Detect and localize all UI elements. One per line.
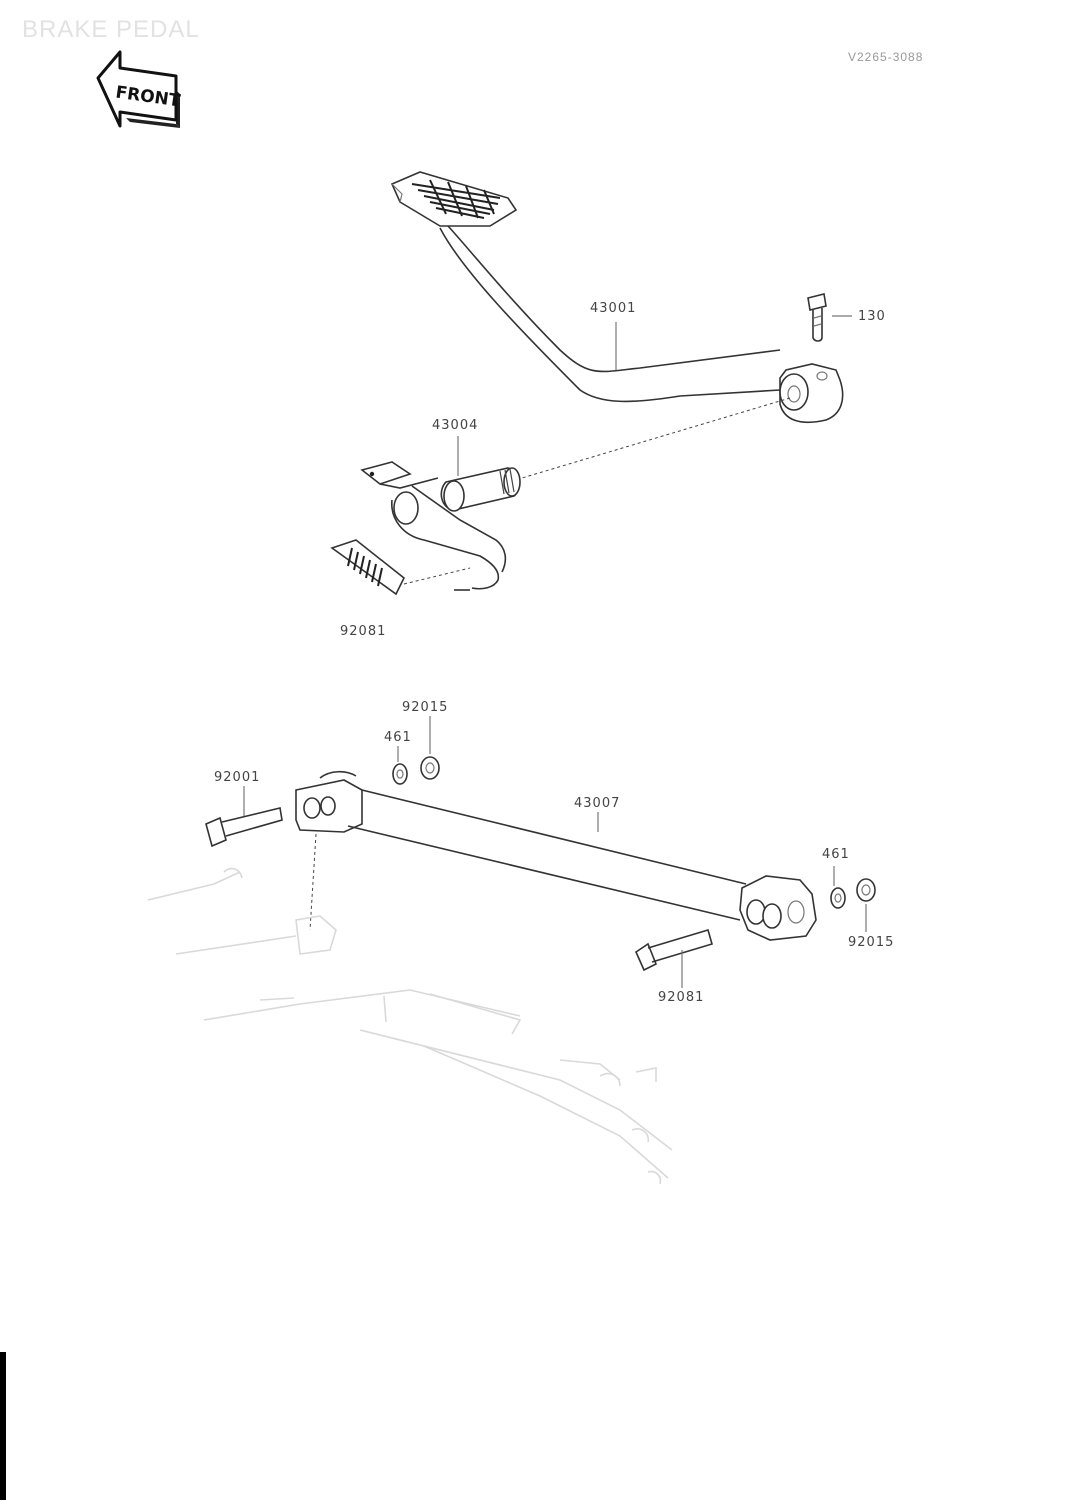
part-number-43001: 43001 — [590, 301, 637, 316]
part-number-130: 130 — [858, 309, 886, 324]
diagram-code: V2265-3088 — [848, 50, 924, 64]
front-arrow-icon: FRONT — [96, 50, 182, 128]
part-number-461-upper: 461 — [384, 730, 412, 745]
part-number-461-lower: 461 — [822, 847, 850, 862]
page-title: BRAKE PEDAL — [22, 16, 200, 43]
rod-part — [205, 756, 876, 972]
part-number-92001: 92001 — [214, 770, 261, 785]
part-number-92081-lower: 92081 — [658, 990, 705, 1005]
scan-edge-mark — [0, 1352, 6, 1500]
part-number-92081-upper: 92081 — [340, 624, 387, 639]
part-number-92015-upper: 92015 — [402, 700, 449, 715]
frame-background-part — [147, 867, 673, 1185]
leader-lines — [243, 315, 867, 988]
part-number-43004: 43004 — [432, 418, 479, 433]
part-number-92015-lower: 92015 — [848, 935, 895, 950]
part-number-43007: 43007 — [574, 796, 621, 811]
shaft-lever-part — [330, 461, 521, 596]
brake-pedal-part — [390, 171, 844, 479]
